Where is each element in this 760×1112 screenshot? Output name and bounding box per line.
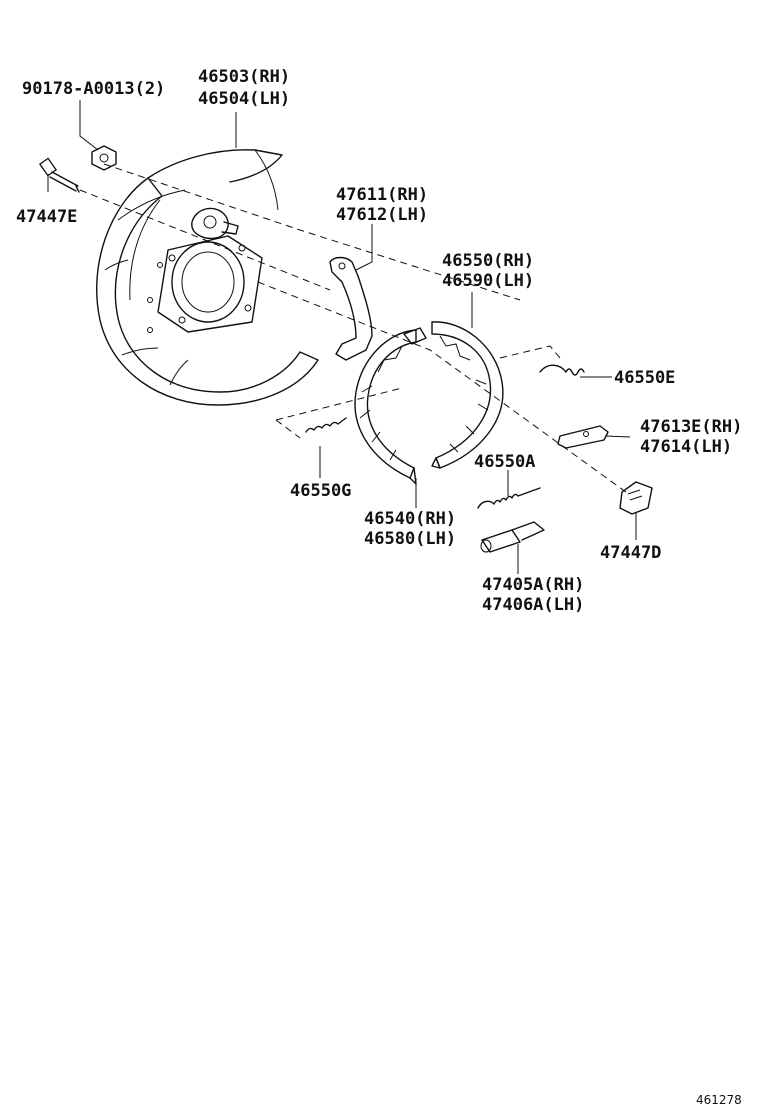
label-46503: 46503(RH) — [198, 67, 290, 87]
label-47447d: 47447D — [600, 543, 661, 563]
clip-47447d[interactable] — [619, 481, 653, 515]
label-47447e: 47447E — [16, 207, 77, 227]
label-46550a: 46550A — [474, 452, 535, 472]
label-46550g: 46550G — [290, 481, 351, 501]
label-46550: 46550(RH) — [442, 251, 534, 271]
label-46540: 46540(RH) — [364, 509, 456, 529]
label-47611: 47611(RH) — [336, 185, 428, 205]
nut-90178-a0013[interactable] — [91, 145, 117, 171]
brake-shoe-46550[interactable] — [431, 321, 504, 469]
label-47614: 47614(LH) — [640, 437, 732, 457]
label-46580: 46580(LH) — [364, 529, 456, 549]
spring-46550a[interactable] — [477, 487, 541, 509]
spring-46550g[interactable] — [305, 417, 347, 433]
spring-46550e[interactable] — [539, 364, 585, 376]
label-46550e: 46550E — [614, 368, 675, 388]
leader-lines — [47, 100, 637, 574]
label-46504: 46504(LH) — [198, 89, 290, 109]
label-90178-a0013: 90178-A0013(2) — [22, 79, 165, 99]
strut-47613e[interactable] — [557, 425, 609, 449]
label-47613e: 47613E(RH) — [640, 417, 742, 437]
alignment-lines — [79, 163, 631, 496]
label-46590: 46590(LH) — [442, 271, 534, 291]
label-47406a: 47406A(LH) — [482, 595, 584, 615]
adjuster-47405a[interactable] — [480, 521, 545, 553]
figure-number: 461278 — [696, 1093, 742, 1107]
label-47405a: 47405A(RH) — [482, 575, 584, 595]
backing-plate[interactable] — [96, 149, 319, 406]
bolt-47447e[interactable] — [38, 157, 80, 193]
part-labels: 90178-A0013(2) 46503(RH) 46504(LH) 47447… — [16, 67, 742, 615]
brake-shoe-46540[interactable] — [354, 327, 427, 485]
label-47612: 47612(LH) — [336, 205, 428, 225]
parking-brake-lever[interactable] — [329, 256, 373, 361]
